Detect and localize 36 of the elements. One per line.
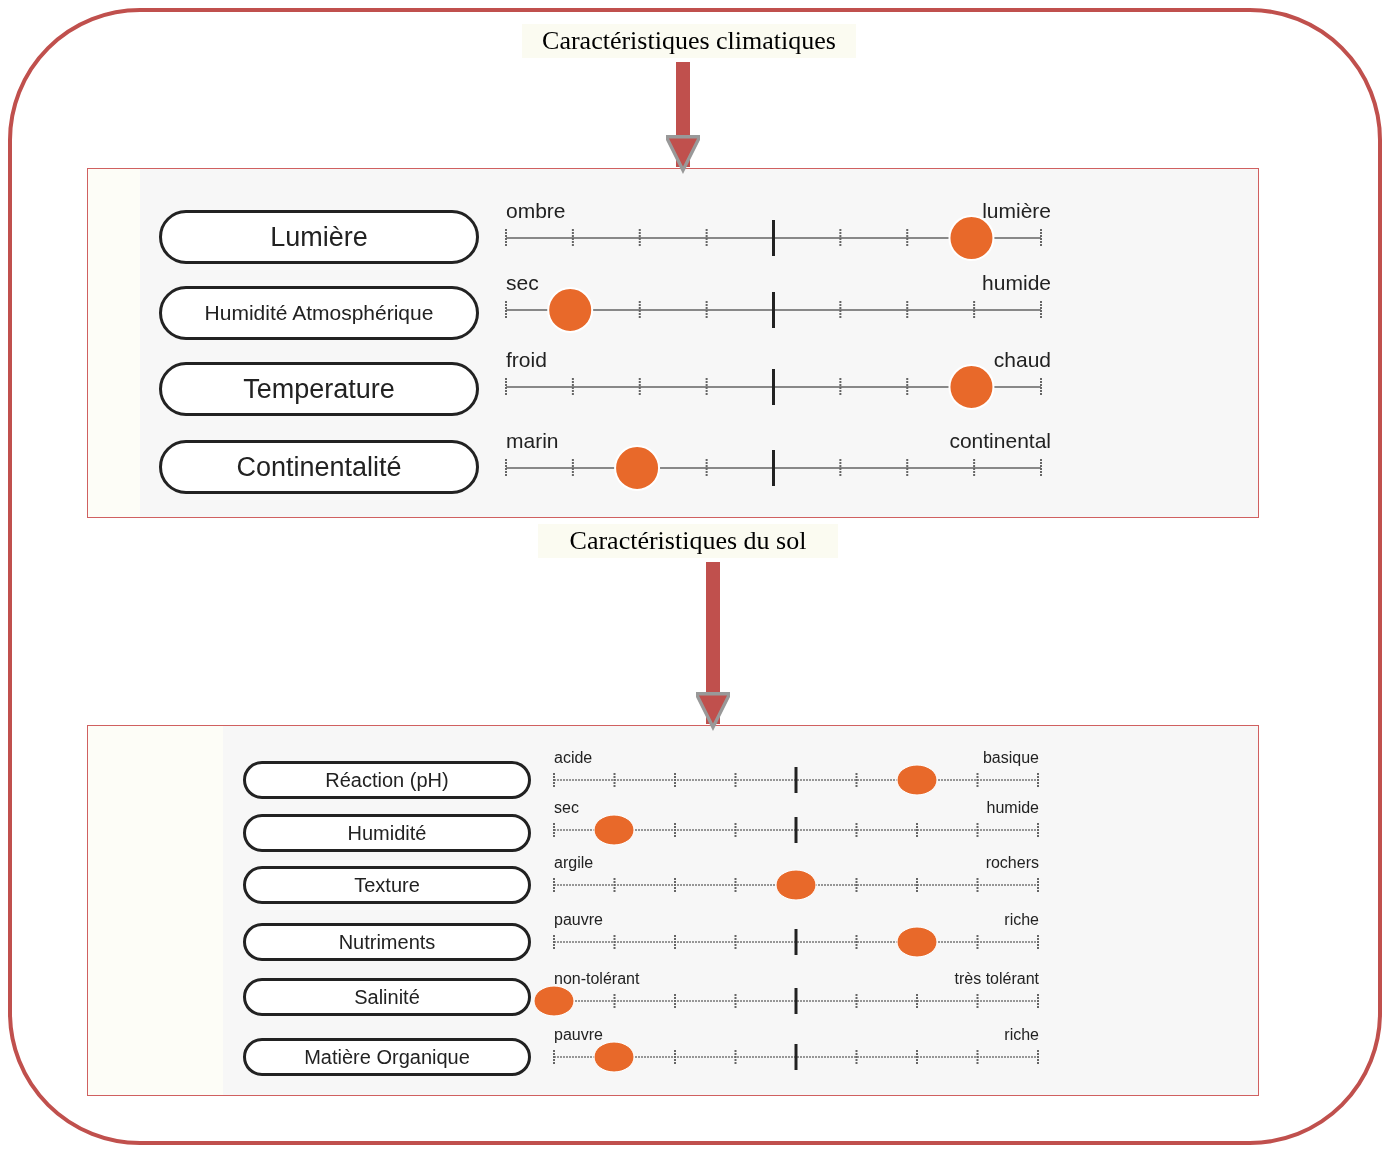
label-pill: Nutriments — [243, 923, 531, 961]
section-heading: Caractéristiques du sol — [538, 524, 838, 558]
scale-end-label: acide — [554, 750, 593, 766]
scale-end-label: froid — [506, 349, 547, 370]
scale-end-label: argile — [554, 855, 594, 871]
scale-end-label: chaud — [993, 349, 1051, 370]
label-pill: Matière Organique — [243, 1038, 531, 1076]
scale-end-label: marin — [506, 430, 559, 451]
scale-end-label: lumière — [982, 200, 1051, 221]
panel-box — [87, 168, 1259, 518]
scale-end-label: non-tolérant — [554, 971, 640, 987]
panel-box — [87, 725, 1259, 1096]
scale-end-label: riche — [1004, 1027, 1039, 1043]
scale-end-label: ombre — [506, 200, 566, 221]
label-pill: Continentalité — [159, 440, 479, 494]
label-pill: Humidité — [243, 814, 531, 852]
scale-end-label: continental — [949, 430, 1051, 451]
label-pill: Réaction (pH) — [243, 761, 531, 799]
label-pill: Humidité Atmosphérique — [159, 286, 479, 340]
arrow — [664, 62, 702, 173]
scale-end-label: sec — [506, 272, 539, 293]
scale-end-label: pauvre — [554, 912, 603, 928]
scale-end-label: basique — [982, 750, 1039, 766]
label-pill: Temperature — [159, 362, 479, 416]
scale-end-label: sec — [554, 800, 579, 816]
section-heading: Caractéristiques climatiques — [522, 24, 856, 58]
label-pill: Lumière — [159, 210, 479, 264]
arrow — [694, 562, 732, 730]
scale-end-label: très tolérant — [954, 971, 1039, 987]
scale-end-label: rochers — [985, 855, 1039, 871]
scale-end-label: humide — [982, 272, 1051, 293]
label-pill: Texture — [243, 866, 531, 904]
scale-end-label: riche — [1004, 912, 1039, 928]
scale-end-label: humide — [986, 800, 1039, 816]
scale-end-label: pauvre — [554, 1027, 603, 1043]
label-pill: Salinité — [243, 978, 531, 1016]
